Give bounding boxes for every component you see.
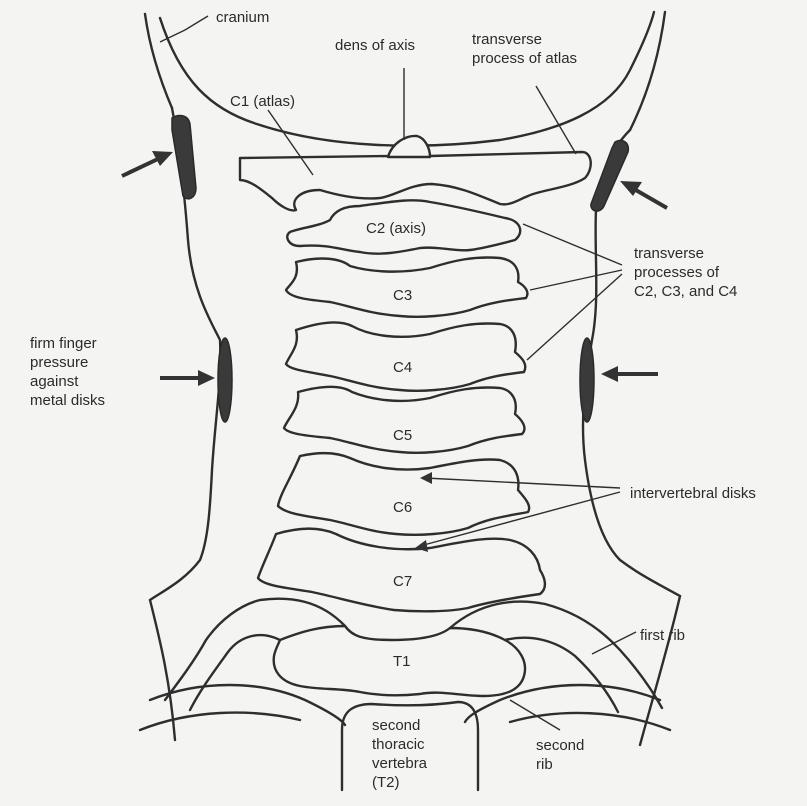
c4-vertebra-shape xyxy=(286,323,525,391)
leader-first-rib xyxy=(592,632,636,654)
label-cranium: cranium xyxy=(216,9,269,26)
label-c5: C5 xyxy=(393,427,412,444)
label-first-rib: first rib xyxy=(640,627,685,644)
label-c1-atlas: C1 (atlas) xyxy=(230,93,295,110)
label-transverse-processes-c2-c4: transverse processes of C2, C3, and C4 xyxy=(634,245,737,300)
pressure-arrow-upper-right xyxy=(620,181,667,208)
pressure-arrow-upper-left xyxy=(122,151,173,176)
leader-cranium xyxy=(160,16,208,42)
pressure-arrow-mid-left xyxy=(160,370,215,386)
label-c6: C6 xyxy=(393,499,412,516)
c7-vertebra-shape xyxy=(258,529,545,612)
label-transverse-process-atlas: transverse process of atlas xyxy=(472,31,577,67)
label-dens-of-axis: dens of axis xyxy=(335,37,415,54)
metal-disk-upper-right xyxy=(591,140,628,211)
label-second-rib: second rib xyxy=(536,737,589,773)
label-firm-finger-pressure: firm finger pressure against metal disks xyxy=(30,335,105,409)
label-second-thoracic-vertebra: second thoracic vertebra (T2) xyxy=(372,717,431,791)
label-intervertebral-disks: intervertebral disks xyxy=(630,485,756,502)
metal-disk-upper-left xyxy=(172,116,196,199)
label-t1: T1 xyxy=(393,653,411,670)
lower-right-outline xyxy=(640,596,680,745)
c6-vertebra-shape xyxy=(278,453,529,535)
pressure-arrow-mid-right xyxy=(601,366,658,382)
second-rib-left-lower xyxy=(140,713,300,730)
cranium-outline xyxy=(160,12,654,146)
label-c2-axis: C2 (axis) xyxy=(366,220,426,237)
metal-disk-mid-left xyxy=(218,338,232,422)
metal-disk-mid-right xyxy=(580,338,594,422)
skull-left-edge xyxy=(145,14,172,108)
leader-transverse-c2 xyxy=(523,224,622,265)
label-c7: C7 xyxy=(393,573,412,590)
label-c3: C3 xyxy=(393,287,412,304)
label-c4: C4 xyxy=(393,359,412,376)
dens-of-axis-shape xyxy=(388,136,430,157)
